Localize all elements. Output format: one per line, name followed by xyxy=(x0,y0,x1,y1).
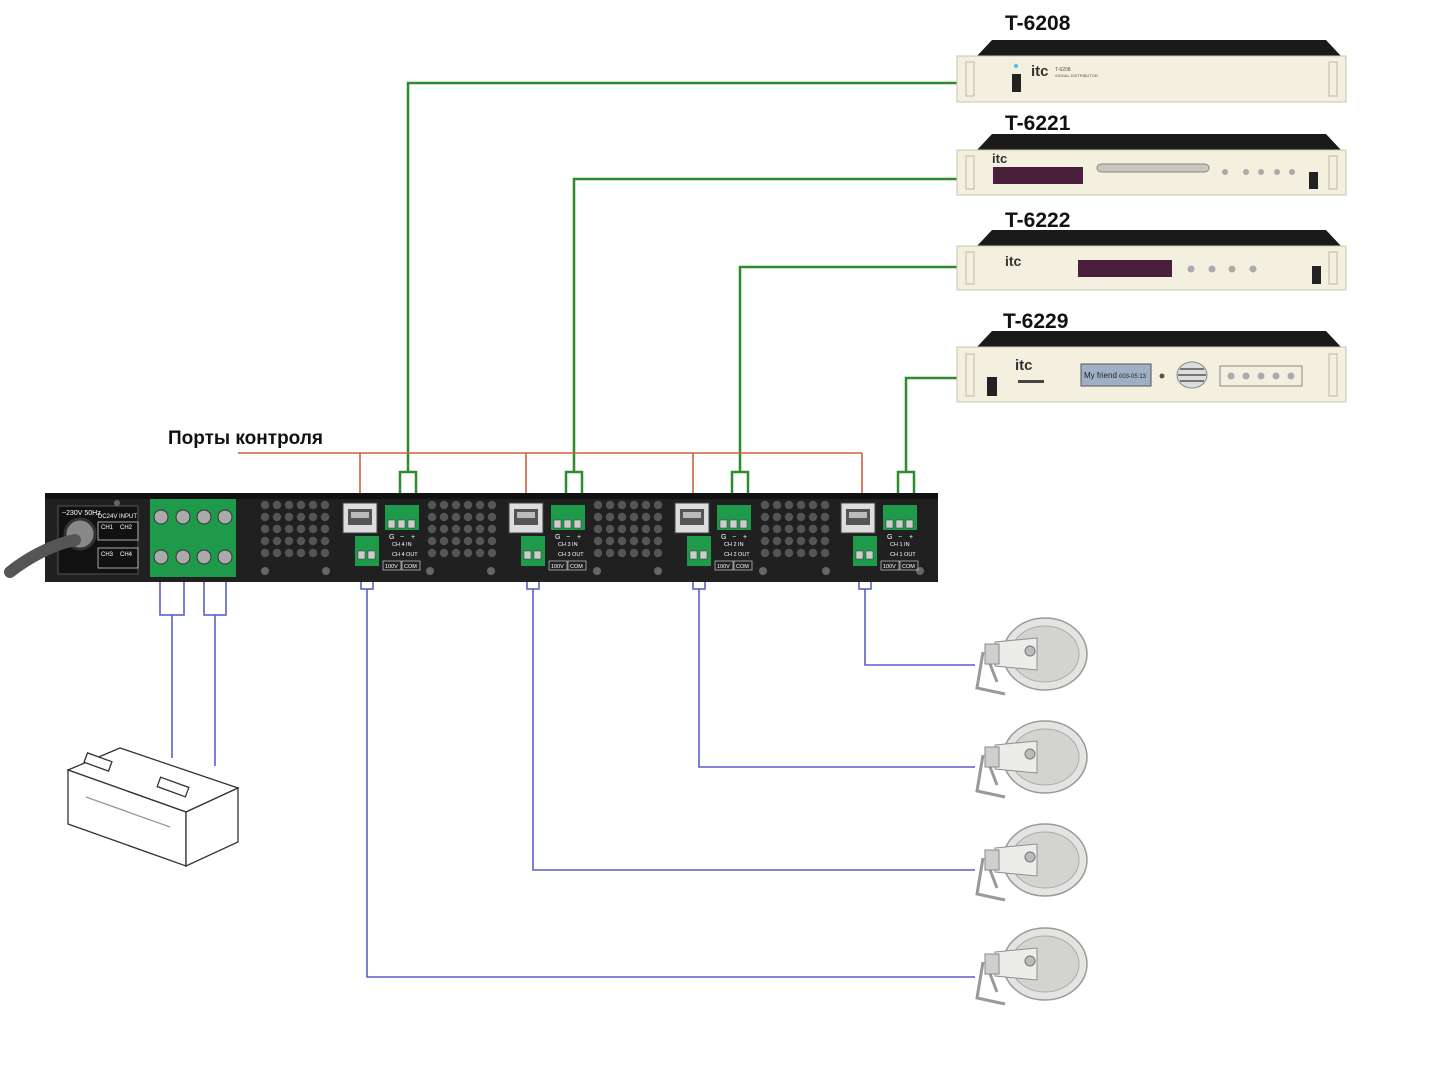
svg-text:My friend: My friend xyxy=(1084,371,1117,380)
svg-text:CH2: CH2 xyxy=(120,525,133,531)
svg-text:100V: 100V xyxy=(883,564,896,570)
device-label-t6221: T-6221 xyxy=(1005,112,1071,135)
amplifier: ~230V 50Hz DC24V INPUT CH1 CH2 CH3 CH4 G… xyxy=(4,493,938,582)
channel-module: G−+CH 1 IN CH 1 OUT 100V COM xyxy=(840,502,919,571)
svg-text:G: G xyxy=(555,534,560,541)
svg-text:itc: itc xyxy=(1015,357,1033,374)
svg-text:COM: COM xyxy=(902,564,915,570)
svg-text:+: + xyxy=(577,534,581,541)
svg-text:~230V 50Hz: ~230V 50Hz xyxy=(62,510,101,517)
svg-text:G: G xyxy=(887,534,892,541)
svg-text:COM: COM xyxy=(736,564,749,570)
svg-text:itc: itc xyxy=(1031,63,1049,80)
device-label-t6208: T-6208 xyxy=(1005,12,1071,35)
channel-in-label: CH 3 IN xyxy=(558,542,578,548)
device-label-t6229: T-6229 xyxy=(1003,310,1069,333)
control-ports-label: Порты контроля xyxy=(168,428,323,449)
svg-text:G: G xyxy=(721,534,726,541)
svg-text:−: − xyxy=(566,534,570,541)
control-wire-ch2 xyxy=(738,265,957,472)
control-wire-ch3 xyxy=(572,177,957,472)
svg-text:COM: COM xyxy=(404,564,417,570)
svg-text:003-05:13: 003-05:13 xyxy=(1119,374,1147,380)
svg-text:100V: 100V xyxy=(717,564,730,570)
svg-text:itc: itc xyxy=(992,151,1007,166)
channel-module: G−+CH 2 IN CH 2 OUT 100V COM xyxy=(674,502,753,571)
svg-text:SIGNAL DISTRIBUTOR: SIGNAL DISTRIBUTOR xyxy=(1055,73,1098,78)
horn-speaker xyxy=(975,927,1088,1006)
channel-in-label: CH 1 IN xyxy=(890,542,910,548)
device-t6221: itc xyxy=(956,134,1347,196)
svg-text:−: − xyxy=(732,534,736,541)
control-wires xyxy=(398,81,957,508)
channel-in-label: CH 4 IN xyxy=(392,542,412,548)
svg-text:−: − xyxy=(898,534,902,541)
svg-text:100V: 100V xyxy=(385,564,398,570)
horn-speaker xyxy=(975,617,1088,696)
svg-text:itc: itc xyxy=(1005,253,1022,269)
channel-module: G−+CH 4 IN CH 4 OUT 100V COM xyxy=(342,502,421,571)
device-t6222: itc xyxy=(956,230,1347,291)
channel-out-label: CH 4 OUT xyxy=(392,552,418,558)
speaker-wires xyxy=(159,574,975,978)
svg-text:+: + xyxy=(411,534,415,541)
channel-out-label: CH 2 OUT xyxy=(724,552,750,558)
channel-module: G−+CH 3 IN CH 3 OUT 100V COM xyxy=(508,502,587,571)
svg-text:+: + xyxy=(909,534,913,541)
channel-out-label: CH 3 OUT xyxy=(558,552,584,558)
device-t6229: itc My friend 003-05:13 xyxy=(956,331,1347,403)
device-t6208: itc T-6208 SIGNAL DISTRIBUTOR xyxy=(956,40,1347,103)
channel-in-label: CH 2 IN xyxy=(724,542,744,548)
channel-out-label: CH 1 OUT xyxy=(890,552,916,558)
svg-text:COM: COM xyxy=(570,564,583,570)
horn-speaker xyxy=(975,823,1088,902)
svg-text:CH1: CH1 xyxy=(101,525,114,531)
device-label-t6222: T-6222 xyxy=(1005,209,1071,232)
battery xyxy=(66,747,240,868)
svg-text:G: G xyxy=(389,534,394,541)
svg-text:T-6208: T-6208 xyxy=(1055,67,1071,73)
svg-text:CH3: CH3 xyxy=(101,552,114,558)
svg-text:+: + xyxy=(743,534,747,541)
svg-text:CH4: CH4 xyxy=(120,552,133,558)
svg-text:100V: 100V xyxy=(551,564,564,570)
horn-speaker xyxy=(975,720,1088,799)
svg-text:DC24V INPUT: DC24V INPUT xyxy=(98,514,137,520)
control-wire-ch4 xyxy=(406,81,957,472)
control-wire-ch1 xyxy=(904,376,957,472)
svg-text:−: − xyxy=(400,534,404,541)
